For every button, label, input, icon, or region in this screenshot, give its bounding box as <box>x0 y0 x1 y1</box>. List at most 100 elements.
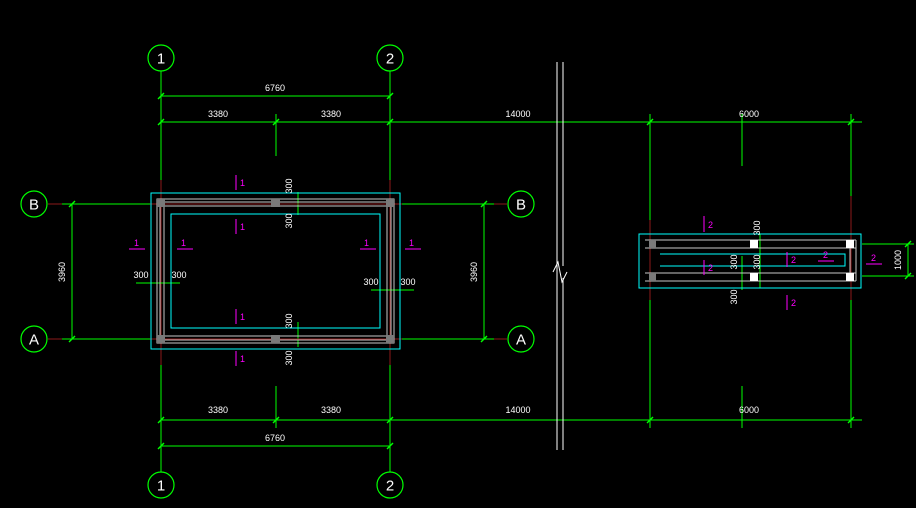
tick <box>68 335 76 343</box>
axis-label-1-top: 1 <box>157 51 165 68</box>
column-mark <box>386 199 394 207</box>
right-column-marks <box>649 240 854 281</box>
section-label: 2 <box>791 255 796 265</box>
section-mark-lines <box>129 175 882 366</box>
axis-label-1-bottom: 1 <box>157 478 165 495</box>
axis-bubble-a-right <box>507 325 535 353</box>
column-mark <box>649 273 656 281</box>
dim-300-right-a: 300 <box>363 277 378 287</box>
column-mark <box>271 199 280 207</box>
tick <box>847 416 855 424</box>
section-label: 1 <box>409 238 414 248</box>
column-mark <box>750 240 758 248</box>
dim-3960-left: 3960 <box>57 262 67 282</box>
dim-3380-bottom-right: 3380 <box>321 405 341 415</box>
dim-1000: 1000 <box>893 250 903 270</box>
section-label: 2 <box>708 220 713 230</box>
column-mark <box>157 199 165 207</box>
dim-300-rp-1: 300 <box>752 220 762 235</box>
section-label: 1 <box>240 312 245 322</box>
tick <box>480 200 488 208</box>
tick <box>904 272 912 280</box>
section-label: 1 <box>240 354 245 364</box>
tick <box>272 416 280 424</box>
axis-bubble-b-left <box>20 190 48 218</box>
dim-14000-bottom: 14000 <box>505 405 530 415</box>
section-label: 2 <box>871 253 876 263</box>
column-mark <box>271 335 280 343</box>
section-label: 1 <box>240 222 245 232</box>
tick <box>157 118 165 126</box>
dim-300-top-1: 300 <box>284 178 294 193</box>
dim-300-top-2: 300 <box>284 213 294 228</box>
dim-300-bottom-1: 300 <box>284 313 294 328</box>
dim-3380-top-left: 3380 <box>208 109 228 119</box>
section-label: 1 <box>181 238 186 248</box>
axis-label-a-right: A <box>516 332 526 349</box>
tick <box>386 416 394 424</box>
dim-300-rp-3: 300 <box>729 254 739 269</box>
axis-bubble-a-left <box>20 325 48 353</box>
tick <box>480 335 488 343</box>
column-mark <box>649 240 656 248</box>
dim-6760-top: 6760 <box>265 83 285 93</box>
tick <box>157 442 165 450</box>
axis-label-b-right: B <box>516 197 526 214</box>
axis-labels: 1 2 1 2 B A B A <box>29 51 526 495</box>
tick <box>904 240 912 248</box>
break-zigzag <box>552 260 568 284</box>
dim-300-rp-4: 300 <box>729 289 739 304</box>
right-plan <box>638 233 862 289</box>
left-plan <box>150 192 401 350</box>
axis-label-2-top: 2 <box>386 51 394 68</box>
tick <box>646 118 654 126</box>
dim-300-left-a: 300 <box>133 270 148 280</box>
section-label: 2 <box>791 298 796 308</box>
section-marks: 1 1 1 1 1 1 1 1 2 2 2 2 2 2 <box>129 175 882 366</box>
dim-6000-top: 6000 <box>739 109 759 119</box>
section-label: 2 <box>823 250 828 260</box>
section-label: 1 <box>240 178 245 188</box>
axis-label-a-left: A <box>29 332 39 349</box>
dimension-lines <box>62 71 914 472</box>
axis-label-2-bottom: 2 <box>386 478 394 495</box>
tick <box>68 200 76 208</box>
column-marks <box>157 199 394 343</box>
tick <box>157 92 165 100</box>
outer-outline <box>150 192 401 350</box>
section-label: 2 <box>708 263 713 273</box>
dim-6000-bottom: 6000 <box>739 405 759 415</box>
section-label: 1 <box>134 238 139 248</box>
axis-label-b-left: B <box>29 197 39 214</box>
dim-300-left-b: 300 <box>171 270 186 280</box>
column-mark <box>846 273 854 281</box>
dim-300-rp-2: 300 <box>752 254 762 269</box>
tick <box>386 442 394 450</box>
tick <box>646 416 654 424</box>
dimension-ticks <box>68 92 912 450</box>
break-line <box>552 62 568 450</box>
column-mark <box>157 335 165 343</box>
right-inner-outline <box>660 253 846 267</box>
dim-3380-top-right: 3380 <box>321 109 341 119</box>
dim-300-right-b: 300 <box>400 277 415 287</box>
dimension-texts: 6760 3380 3380 14000 6000 3380 3380 1400… <box>57 83 903 443</box>
dim-6760-bottom: 6760 <box>265 433 285 443</box>
column-mark <box>386 335 394 343</box>
column-mark <box>846 240 854 248</box>
inner-outline <box>170 213 381 329</box>
dim-300-bottom-2: 300 <box>284 350 294 365</box>
column-mark <box>750 273 758 281</box>
tick <box>847 118 855 126</box>
tick <box>386 92 394 100</box>
tick <box>157 416 165 424</box>
right-outer-outline <box>638 233 862 289</box>
section-label: 1 <box>364 238 369 248</box>
axis-bubble-b-right <box>507 190 535 218</box>
dim-14000-top: 14000 <box>505 109 530 119</box>
dim-3380-bottom-left: 3380 <box>208 405 228 415</box>
dim-3960-right: 3960 <box>469 262 479 282</box>
tick <box>272 118 280 126</box>
tick <box>386 118 394 126</box>
